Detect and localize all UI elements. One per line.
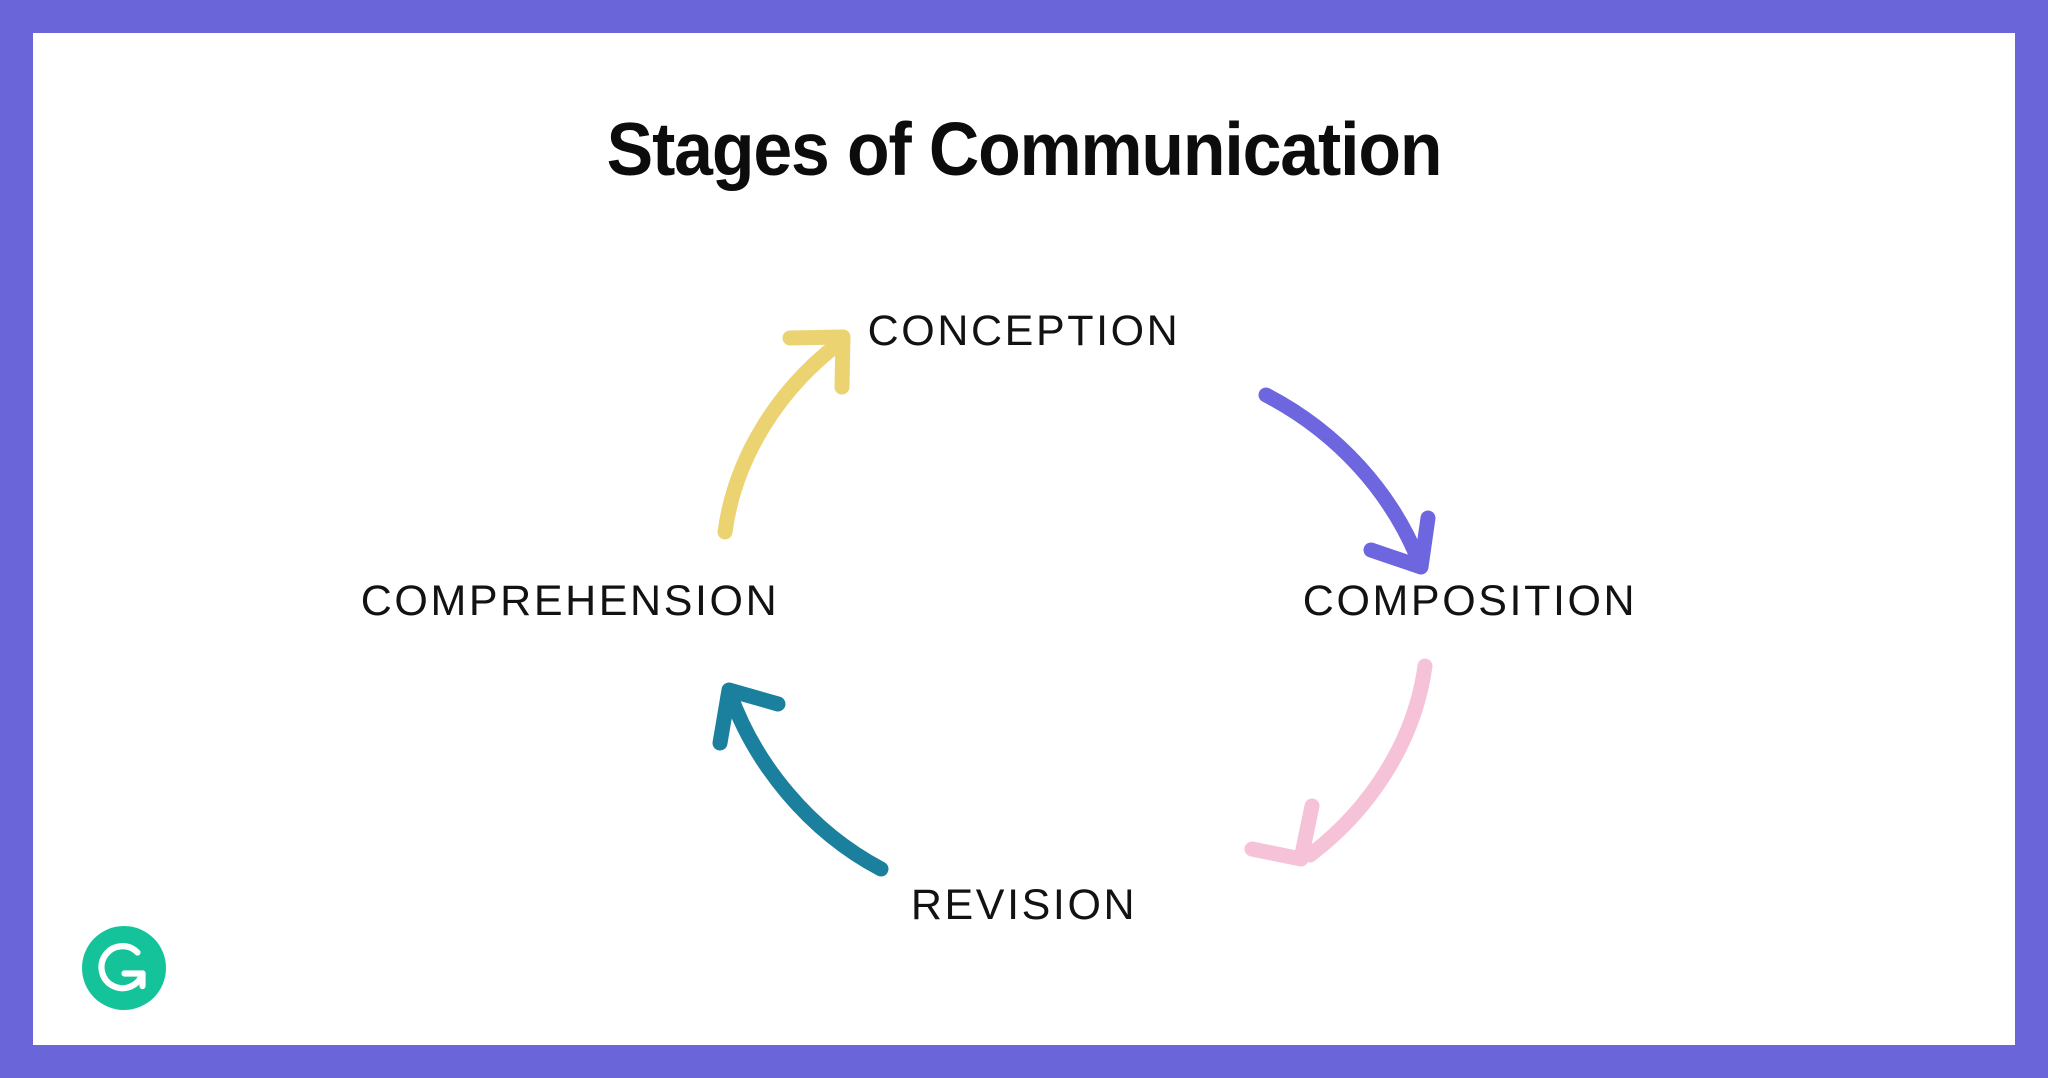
cycle-diagram: CONCEPTION COMPOSITION REVISION COMPREHE…	[33, 33, 2015, 1045]
logo-g-ring	[98, 943, 146, 992]
logo-circle	[82, 926, 166, 1010]
grammarly-logo	[82, 926, 166, 1010]
stage-label-conception: CONCEPTION	[867, 307, 1181, 355]
cycle-arrows-svg	[712, 329, 1436, 877]
page-title: Stages of Communication	[606, 107, 1443, 191]
arrow-composition-to-revision	[1244, 658, 1433, 867]
stage-label-comprehension: COMPREHENSION	[360, 577, 780, 625]
poster-card: Stages of Communication	[33, 33, 2015, 1045]
arrow-comprehension-to-conception	[717, 329, 851, 540]
arrow-conception-to-composition	[1258, 387, 1436, 575]
stage-label-composition: COMPOSITION	[1302, 577, 1638, 625]
stage-label-revision: REVISION	[910, 881, 1138, 929]
arrow-revision-to-comprehension	[712, 682, 889, 877]
